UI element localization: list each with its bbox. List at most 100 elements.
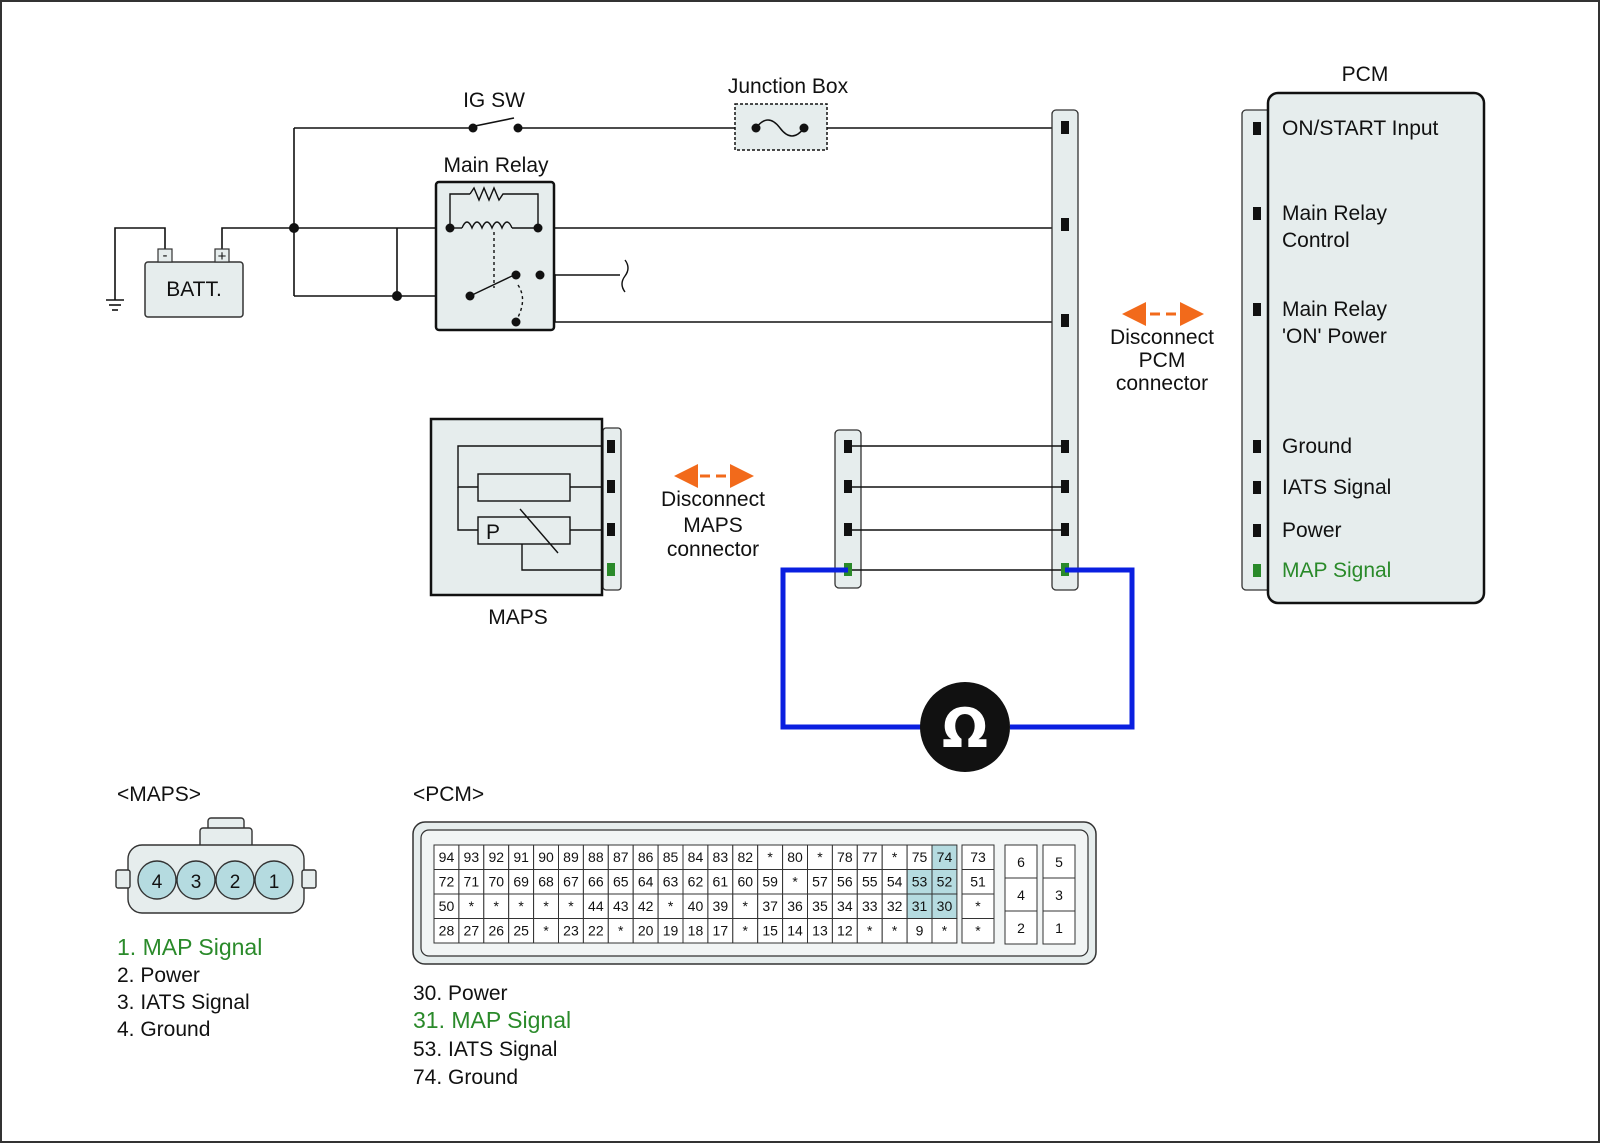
- pcm-connector-title: <PCM>: [413, 783, 484, 806]
- pcm-pin-cell: [831, 918, 858, 944]
- disconnect-pcm-line-1: Disconnect: [1110, 326, 1214, 349]
- pcm-pin-cell: [906, 893, 933, 919]
- pcm-input-label: IATS Signal: [1282, 476, 1391, 499]
- pcm-pin-cell: [757, 869, 784, 895]
- maps-sensor: P MAPS: [429, 417, 622, 629]
- pcm-pin-number: 68: [538, 874, 554, 890]
- pcm-pin-number: 61: [713, 874, 729, 890]
- pcm-pin-cell: [508, 918, 535, 944]
- pcm-pin-cell: [657, 844, 684, 870]
- disconnect-pcm-line-2: PCM: [1139, 349, 1186, 372]
- ohmmeter-icon: [920, 682, 1010, 772]
- maps-signal-wires: [848, 445, 1065, 571]
- disconnect-maps-line-1: Disconnect: [661, 488, 765, 511]
- pcm-pin-number: 69: [513, 874, 529, 890]
- pcm-harness-connector: [1051, 109, 1079, 591]
- pcm-pin-number: 63: [663, 874, 679, 890]
- pcm-pin-cell: [582, 893, 609, 919]
- pcm-pin-number: *: [792, 874, 798, 890]
- pcm-pin-cell: [961, 918, 995, 944]
- pcm-pin-cell: [1004, 844, 1038, 879]
- pcm-legend-item: 31. MAP Signal: [413, 1007, 571, 1033]
- open-wire-break: [621, 259, 629, 293]
- pcm-pin-number: *: [568, 898, 574, 914]
- pcm-pin-cell: [632, 869, 659, 895]
- pcm-pin-cell: [657, 893, 684, 919]
- maps-pin-2: [215, 860, 255, 900]
- pcm-pin-cell: [961, 844, 995, 870]
- pcm-pin-number: 26: [488, 923, 504, 939]
- maps-pin-3: [176, 860, 216, 900]
- pcm-input-label: Main Relay: [1282, 298, 1388, 321]
- pcm-pin-cell: [632, 918, 659, 944]
- pcm-pin-number: *: [817, 849, 823, 865]
- pcm-pin-number: *: [618, 923, 624, 939]
- pcm-input-label: Power: [1282, 519, 1342, 542]
- pcm-pin-number: 40: [688, 898, 704, 914]
- maps-pin-number: 2: [230, 872, 241, 893]
- pcm-input-pin: [1253, 481, 1261, 494]
- pcm-input-pin: [1253, 207, 1261, 220]
- pcm-pin-number: 18: [688, 923, 704, 939]
- pcm-pin-number: 44: [588, 898, 604, 914]
- pcm-pin-number: *: [892, 849, 898, 865]
- pcm-pin-cell: [807, 869, 833, 895]
- pcm-pin-number: 93: [464, 849, 480, 865]
- pcm-pin-cell: [483, 893, 510, 919]
- pcm-pin-cell: [757, 918, 784, 944]
- pcm-pin-number: 20: [638, 923, 654, 939]
- pcm-pin-number: *: [494, 898, 500, 914]
- pcm-pin-cell: [508, 893, 535, 919]
- pcm-pin-number: 37: [762, 898, 778, 914]
- pcm-pin-cell: [433, 869, 460, 895]
- pcm-pin-cell: [732, 844, 759, 870]
- pcm-pin-number: 22: [588, 923, 604, 939]
- pcm-pin-number: 90: [538, 849, 554, 865]
- pcm-pin-number: 75: [912, 849, 928, 865]
- pcm-pin-cell: [881, 893, 908, 919]
- pcm-pin-number: *: [892, 923, 898, 939]
- pcm-pin-number: 87: [613, 849, 629, 865]
- battery-minus-label: -: [163, 247, 168, 264]
- pcm-pin-number: *: [767, 849, 773, 865]
- pcm-pin-cell: [458, 869, 485, 895]
- pcm-pin-number: 78: [837, 849, 853, 865]
- pcm-pin-number: 73: [970, 849, 986, 865]
- pcm-pin-number: 34: [837, 898, 853, 914]
- battery-plus-label: +: [218, 248, 227, 265]
- junction-box: Junction Box: [728, 75, 849, 151]
- pcm-pin-number: 1: [1055, 920, 1063, 936]
- pcm-pin-number: 6: [1017, 854, 1025, 870]
- maps-pin-4: [137, 860, 177, 900]
- pcm-pin-cell: [582, 844, 609, 870]
- disconnect-pcm-line-3: connector: [1116, 372, 1208, 395]
- pcm-pin-number: 43: [613, 898, 629, 914]
- meter-lead-left: [780, 567, 925, 730]
- pcm-input-label: Control: [1282, 229, 1350, 252]
- junction-box-label: Junction Box: [728, 75, 849, 98]
- pcm-pin-number: 50: [439, 898, 455, 914]
- pcm-pin-cell: [931, 918, 958, 944]
- pcm-pin-number: 36: [787, 898, 803, 914]
- maps-harness-connector: [834, 429, 862, 589]
- pcm-label: PCM: [1342, 63, 1389, 86]
- pcm-input-pin: [1253, 122, 1261, 135]
- ig-sw-label: IG SW: [463, 89, 525, 112]
- pcm-pin-number: *: [867, 923, 873, 939]
- pcm-pin-number: 71: [464, 874, 480, 890]
- pcm-pin-number: *: [668, 898, 674, 914]
- pcm-pin-number: 77: [862, 849, 878, 865]
- pcm-pin-number: 83: [713, 849, 729, 865]
- pcm-pin-cell: [558, 918, 584, 944]
- pcm-pin-number: 12: [837, 923, 853, 939]
- pcm-pin-cell: [607, 893, 634, 919]
- disconnect-maps-line-3: connector: [667, 538, 759, 561]
- pcm-pin-cell: [632, 844, 659, 870]
- pcm-pin-cell: [682, 844, 709, 870]
- pcm-pin-number: 88: [588, 849, 604, 865]
- pcm-pin-number: *: [743, 923, 749, 939]
